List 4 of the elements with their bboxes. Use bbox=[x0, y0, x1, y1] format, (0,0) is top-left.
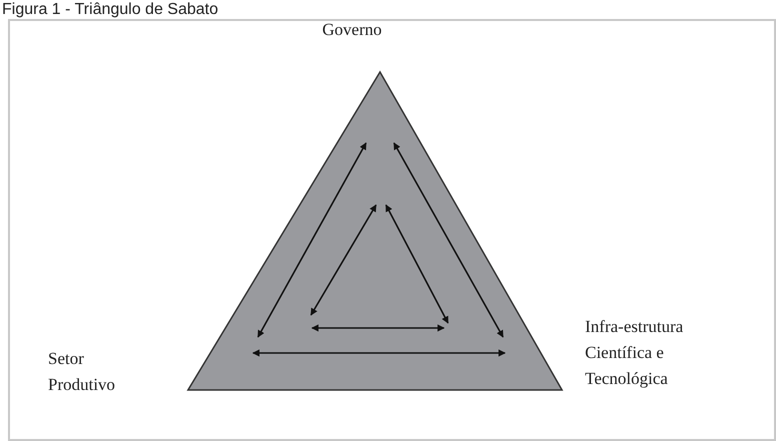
figure-title: Figura 1 - Triângulo de Sabato bbox=[2, 1, 218, 19]
vertex-label: Infra-estrutura Científica e Tecnológica bbox=[585, 316, 684, 390]
vertex-label: Setor Produtivo bbox=[48, 348, 116, 396]
vertex-label: Governo bbox=[321, 19, 383, 41]
